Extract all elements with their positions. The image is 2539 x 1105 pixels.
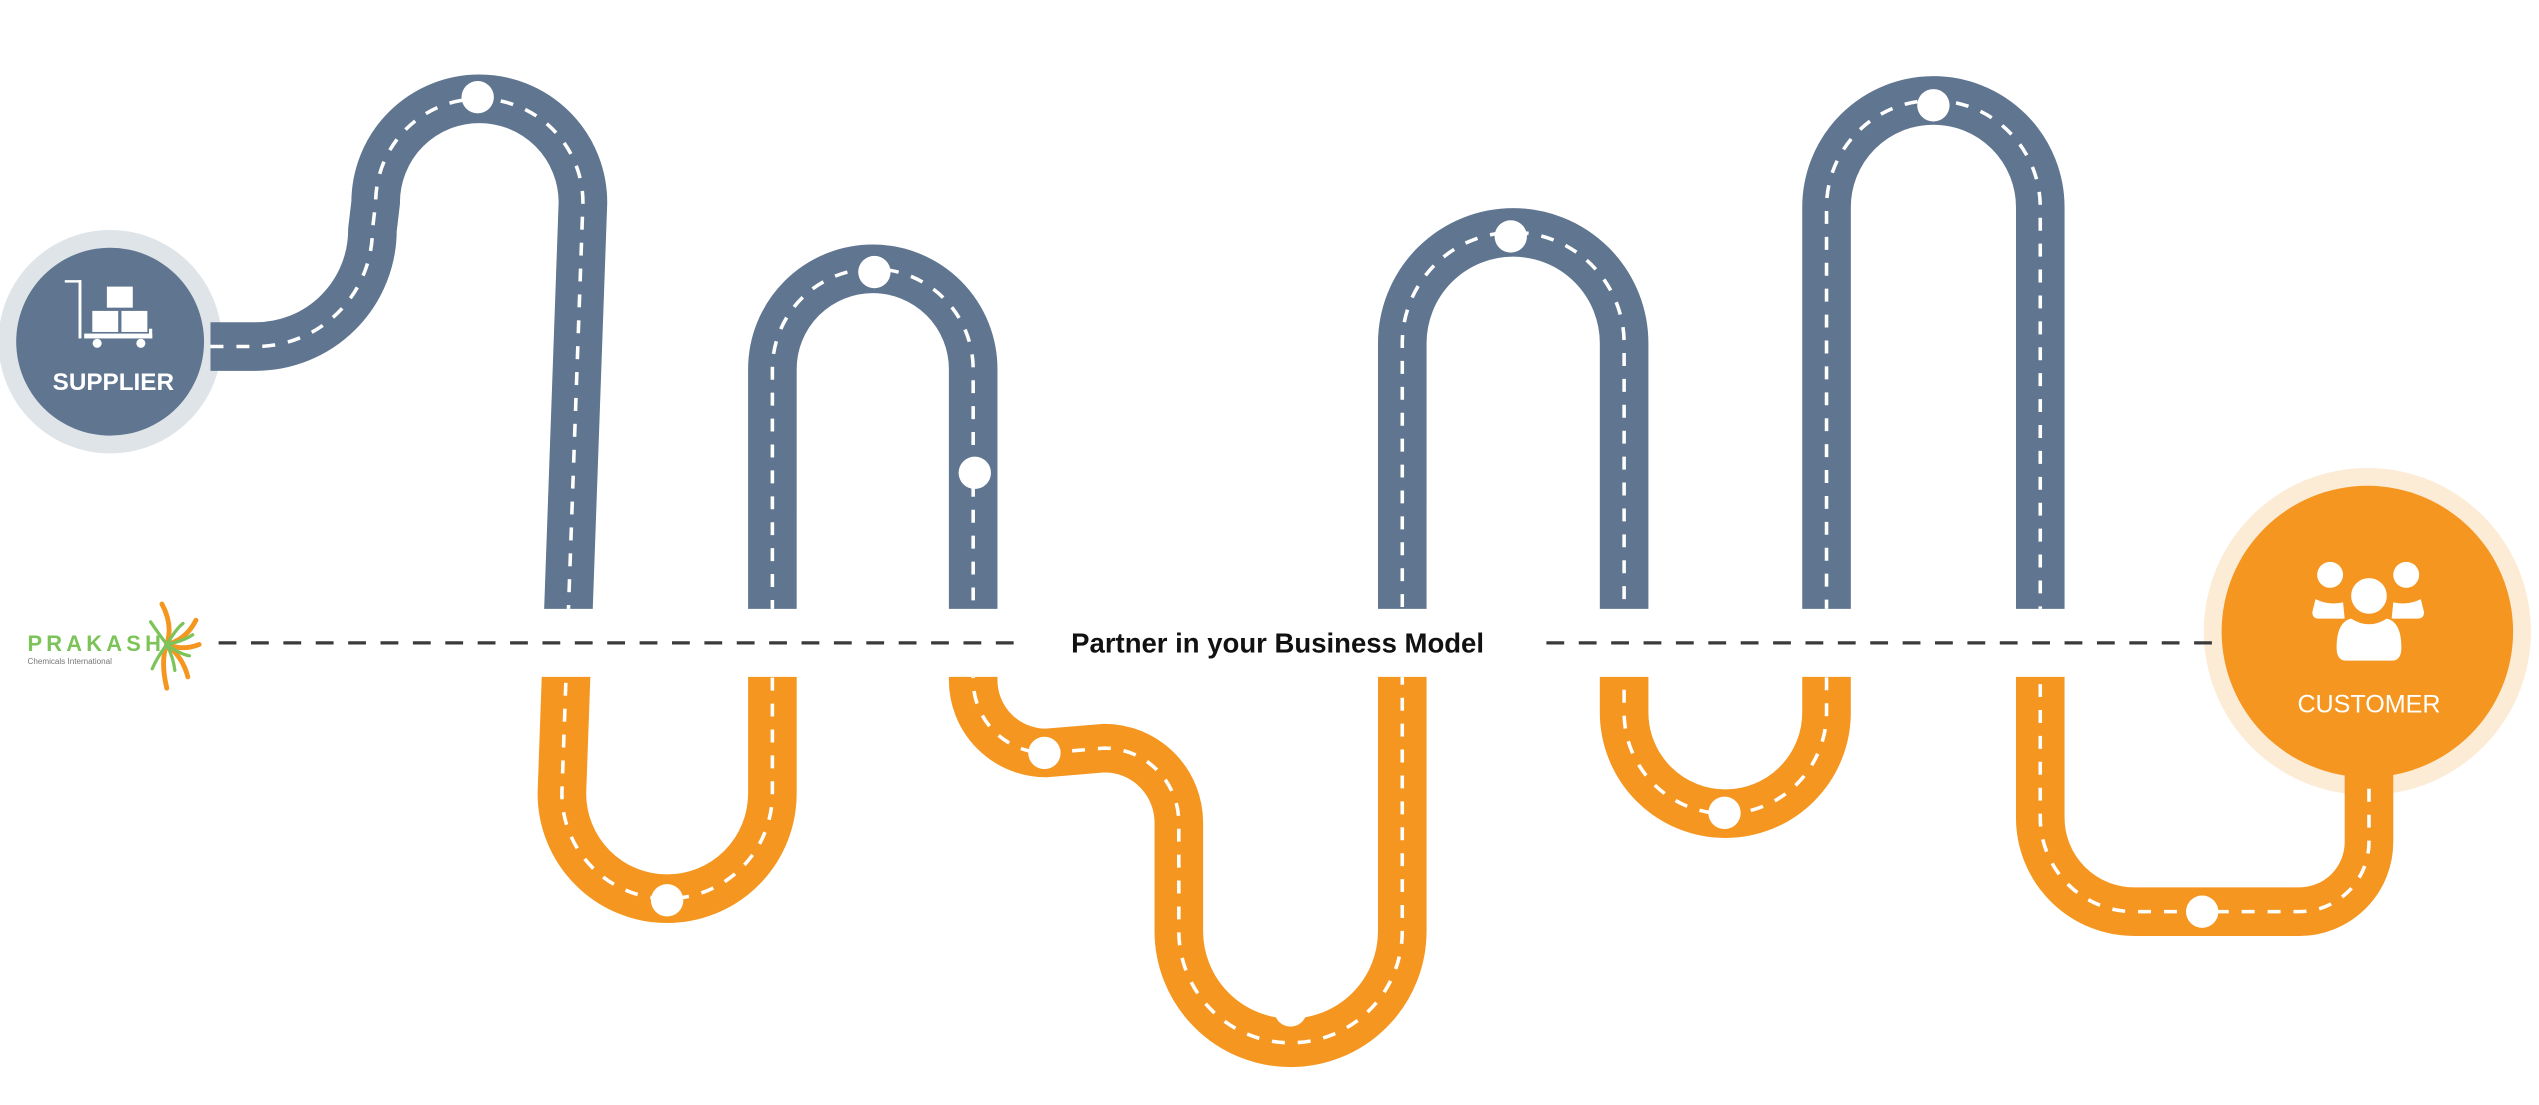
user-group-icon	[2312, 561, 2425, 661]
milestone-dot	[1274, 994, 1307, 1027]
milestone-dot	[650, 884, 684, 917]
road-upper-segment	[211, 99, 2369, 609]
logo-tagline: Chemicals International	[28, 657, 113, 666]
milestone-dot	[858, 255, 891, 289]
sun-swirl-icon	[148, 601, 202, 691]
milestone-dot	[1028, 736, 1061, 770]
customer-node: CUSTOMER	[2221, 485, 2514, 778]
milestone-dot	[1708, 796, 1741, 830]
center-tagline: Partner in your Business Model	[1071, 628, 1484, 659]
supplier-label: SUPPLIER	[53, 369, 175, 396]
milestone-dot	[1494, 220, 1527, 253]
milestone-dot	[958, 456, 991, 490]
milestone-dot	[461, 80, 494, 114]
prakash-logo: PRAKASH Chemicals International	[28, 601, 202, 691]
milestone-dot	[2186, 895, 2219, 928]
trolley-boxes-icon	[64, 280, 153, 348]
supplier-node: SUPPLIER	[16, 247, 205, 436]
milestone-dot	[1917, 89, 1950, 122]
logo-name: PRAKASH	[28, 631, 166, 656]
customer-label: CUSTOMER	[2297, 690, 2440, 718]
